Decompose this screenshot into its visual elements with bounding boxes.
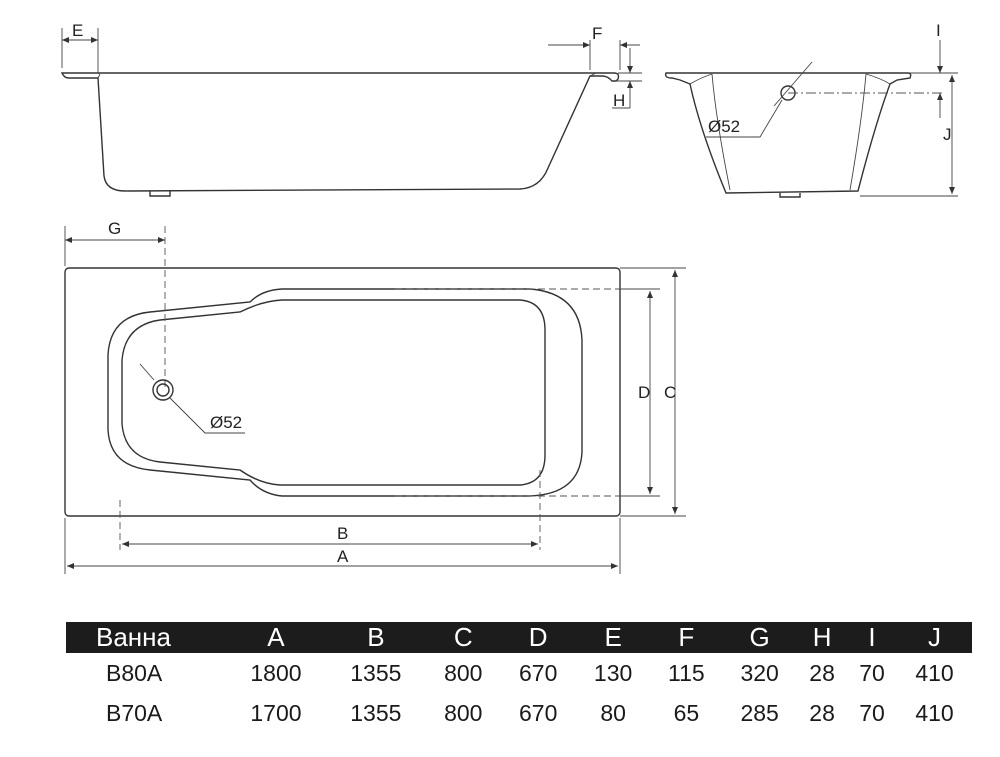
cell-a: 1700	[250, 699, 302, 726]
drain-label-section: Ø52	[708, 117, 740, 136]
dim-label-d: D	[638, 383, 650, 402]
header-i: I	[847, 622, 898, 653]
cell-h: 28	[809, 699, 835, 726]
dim-label-b: B	[337, 524, 348, 543]
bathtub-technical-drawing: E F H Ø52 I J	[60, 21, 958, 574]
header-h: H	[797, 622, 848, 653]
dimensions-table: Ванна A B C D E F G H I J B80A 1800 1355…	[66, 622, 972, 733]
cell-j: 410	[915, 659, 954, 686]
cell-g: 285	[740, 699, 779, 726]
dim-label-a: A	[337, 547, 349, 566]
cell-e: 80	[600, 699, 626, 726]
table-header-row: Ванна A B C D E F G H I J	[66, 622, 972, 653]
dim-label-i: I	[936, 21, 941, 40]
header-d: D	[500, 622, 576, 653]
dim-label-h: H	[613, 91, 625, 110]
cell-f: 115	[668, 659, 705, 686]
cell-c: 800	[444, 659, 483, 686]
cell-model: B70A	[106, 699, 163, 726]
dim-label-j: J	[943, 125, 952, 144]
header-j: J	[897, 622, 972, 653]
cell-e: 130	[593, 659, 633, 686]
cell-b: 1355	[350, 659, 402, 686]
cell-h: 28	[809, 659, 835, 686]
cell-model: B80A	[106, 659, 163, 686]
cell-d: 670	[519, 659, 558, 686]
header-a: A	[226, 622, 326, 653]
header-bath: Ванна	[66, 622, 226, 653]
cell-d: 670	[519, 699, 558, 726]
cell-b: 1355	[350, 699, 402, 726]
header-c: C	[425, 622, 501, 653]
dim-label-g: G	[108, 219, 121, 238]
cell-j: 410	[915, 699, 954, 726]
cell-c: 800	[444, 699, 483, 726]
header-e: E	[575, 622, 651, 653]
dim-label-e: E	[72, 21, 83, 40]
cell-i: 70	[859, 659, 885, 686]
dim-label-c: C	[664, 383, 676, 402]
drain-label-top: Ø52	[210, 413, 242, 432]
cross-section-view: Ø52 I J	[664, 21, 958, 198]
cell-f: 65	[673, 699, 700, 726]
header-f: F	[650, 622, 723, 653]
cell-g: 320	[740, 659, 779, 686]
table-row: B80A 1800 1355 800 670 130 115 320 28 70…	[66, 653, 972, 693]
header-b: B	[325, 622, 426, 653]
header-g: G	[722, 622, 798, 653]
table-row: B70A 1700 1355 800 670 80 65 285 28 70 4…	[66, 693, 972, 733]
side-view: E F H	[60, 21, 642, 197]
top-view: Ø52 G D C B A	[64, 219, 686, 574]
cell-i: 70	[859, 699, 885, 726]
dim-label-f: F	[592, 24, 602, 43]
cell-a: 1800	[250, 659, 302, 686]
